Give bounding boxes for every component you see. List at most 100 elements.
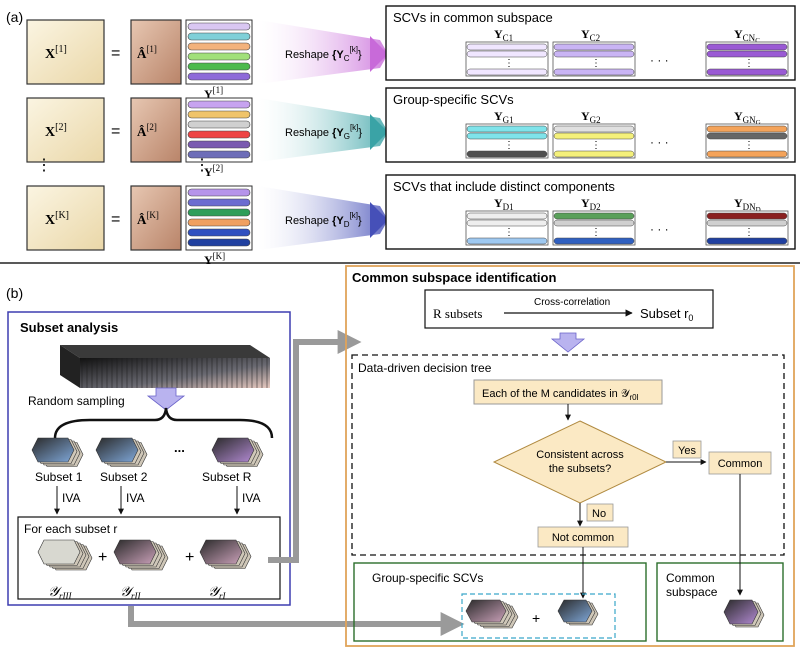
y-label-rii: 𝒴rII (120, 585, 141, 601)
scv-label-2-3: YGNG (734, 109, 761, 127)
iva-label-2: IVA (126, 491, 144, 505)
decision-tree-frame (351, 354, 785, 556)
panel-a-label: (a) (6, 9, 23, 25)
scv-vdots: ⋮ (591, 140, 601, 151)
y-stripe (187, 22, 251, 31)
a-matrix-2 (130, 97, 182, 163)
group-cube-1 (465, 599, 519, 629)
y-stripe (187, 218, 251, 227)
y-stripe (187, 72, 251, 81)
group-cube-2 (557, 599, 599, 626)
common-subspace-line-1: Common (666, 571, 715, 585)
reshape-fan-2 (258, 98, 388, 162)
scv-label-2-2: YG2 (581, 109, 601, 125)
scv-stripe (466, 43, 548, 51)
scv-label-3-2: YD2 (581, 196, 601, 212)
no-box (586, 503, 614, 522)
panel-a-rows: X[1]=Â[1]Y[1]Reshape {YC[k]}X[2]=Â[2]Y[2… (26, 19, 388, 267)
scv-label-1-1: YC1 (494, 27, 513, 43)
cube-layer (211, 437, 255, 463)
common-subspace-frame (345, 265, 795, 647)
cross-correlation-label: Cross-correlation (534, 297, 610, 308)
vdots-y: ⋮ (194, 157, 210, 174)
y-label-ri: 𝒴rI (208, 585, 226, 601)
a-matrix-label-3: Â[K] (137, 210, 159, 227)
not-common-label: Not common (552, 532, 614, 544)
a-matrix-1 (130, 19, 182, 85)
scv-stripe (706, 132, 788, 140)
a-matrix-label-1: Â[1] (137, 44, 157, 61)
subset-r0-label: Subset r0 (640, 306, 693, 323)
y-rii-cube (113, 539, 169, 571)
scv-stripe (706, 125, 788, 133)
r-subsets-label: R subsets (433, 306, 482, 321)
scv-label-1-2: YC2 (581, 27, 600, 43)
scv-stripe (466, 237, 548, 245)
subset-1-label: Subset 1 (35, 470, 83, 484)
reshape-label-2: Reshape {YG[k]} (285, 123, 362, 141)
scv-stripe (553, 125, 635, 133)
scv-title-3: SCVs that include distinct components (393, 179, 615, 194)
gray-arrow-to-group (128, 606, 465, 636)
scv-stripe (466, 50, 548, 58)
scv-stripe (706, 50, 788, 58)
y-stripe (187, 238, 251, 247)
subset-ellipsis: ... (174, 440, 185, 455)
scv-dots-2: · · · (650, 135, 669, 149)
y-stripe (187, 188, 251, 197)
yes-box (672, 440, 702, 459)
decision-diamond (492, 420, 668, 504)
tree-arrow (550, 332, 586, 353)
for-each-cubes (37, 539, 252, 571)
common-subspace-title: Common subspace identification (352, 270, 556, 285)
group-specific-title: Group-specific SCVs (372, 571, 483, 585)
common-cube (723, 599, 765, 628)
y-stripe (187, 42, 251, 51)
common-subspace-line-2: subspace (666, 585, 718, 599)
cube-layer (465, 599, 507, 623)
scv-stripe (553, 132, 635, 140)
plus-1: + (98, 549, 107, 566)
scv-stripe (553, 150, 635, 158)
equals-3: = (111, 211, 120, 228)
equals-2: = (111, 123, 120, 140)
plus-2: + (185, 549, 194, 566)
yes-label: Yes (678, 445, 696, 457)
group-cubes (465, 599, 599, 629)
scv-stripe (466, 212, 548, 220)
diamond-line-1: Consistent across (536, 449, 624, 461)
sampling-arrow (146, 387, 186, 411)
cube-layer (199, 539, 243, 565)
scv-stripe (553, 50, 635, 58)
common-subspace-box (656, 562, 784, 642)
group-specific-frame (353, 562, 647, 642)
row-2: X[2]=Â[2]Y[2]Reshape {YG[k]} (26, 97, 388, 179)
scv-stripe (706, 68, 788, 76)
reshape-fan-1 (258, 20, 388, 84)
scv-vdots: ⋮ (504, 58, 514, 69)
no-label: No (592, 508, 606, 520)
subset-analysis-title: Subset analysis (20, 320, 118, 335)
a-matrix-3 (130, 185, 182, 251)
scv-title-2: Group-specific SCVs (393, 92, 514, 107)
row-3: X[K]=Â[K]Y[K]Reshape {YD[k]} (26, 185, 388, 267)
group-specific-dashed-box (461, 593, 616, 639)
scv-stripe (553, 43, 635, 51)
y-ri-cube (199, 539, 252, 569)
y-stripe (187, 52, 251, 61)
reshape-tip-2 (370, 114, 388, 150)
decision-tree-title: Data-driven decision tree (358, 361, 492, 375)
y-stripe (187, 62, 251, 71)
r-subsets-box (424, 289, 714, 329)
group-plus: + (532, 610, 540, 626)
scv-stripe (553, 212, 635, 220)
common-label: Common (718, 458, 763, 470)
scv-vdots: ⋮ (504, 227, 514, 238)
x-matrix-3 (26, 185, 105, 251)
cube-layer (31, 437, 75, 463)
reshape-label-3: Reshape {YD[k]} (285, 211, 362, 229)
